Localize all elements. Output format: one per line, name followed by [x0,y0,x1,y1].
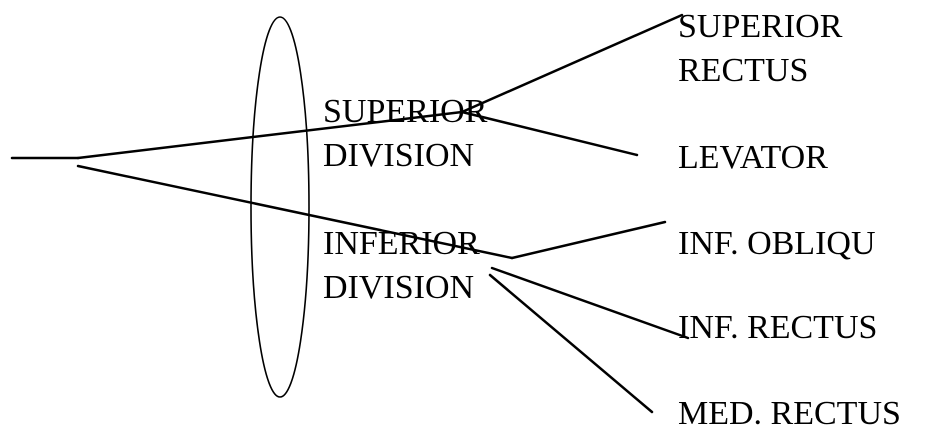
superior-rectus-label: SUPERIOR RECTUS [678,5,842,93]
inferior-division-line-2: DIVISION [323,269,475,306]
medial-rectus-branch [488,273,654,414]
superior-division-label: SUPERIOR DIVISION [323,90,487,178]
superior-division-line-1: SUPERIOR [323,93,488,130]
superior-rectus-line-2: RECTUS [678,52,809,89]
inferior-division-label: INFERIOR DIVISION [323,222,480,310]
superior-division-line-2: DIVISION [323,137,475,174]
medial-rectus-text: MED. RECTUS [678,395,901,432]
inferior-rectus-text: INF. RECTUS [678,309,878,346]
inferior-oblique-text: INF. OBLIQU [678,225,876,262]
inferior-rectus-label: INF. RECTUS [678,306,877,350]
inferior-division-line [76,164,514,260]
division-ellipse [250,16,310,398]
superior-division-line [76,110,464,160]
medial-rectus-label: MED. RECTUS [678,392,901,436]
superior-rectus-line-1: SUPERIOR [678,8,843,45]
inferior-oblique-branch [510,220,667,260]
inferior-division-line-1: INFERIOR [323,225,480,262]
inferior-oblique-label: INF. OBLIQU [678,222,876,266]
levator-branch [460,110,639,157]
inferior-rectus-branch [490,266,690,340]
levator-label: LEVATOR [678,136,828,180]
levator-text: LEVATOR [678,139,828,176]
superior-rectus-branch [460,13,684,114]
